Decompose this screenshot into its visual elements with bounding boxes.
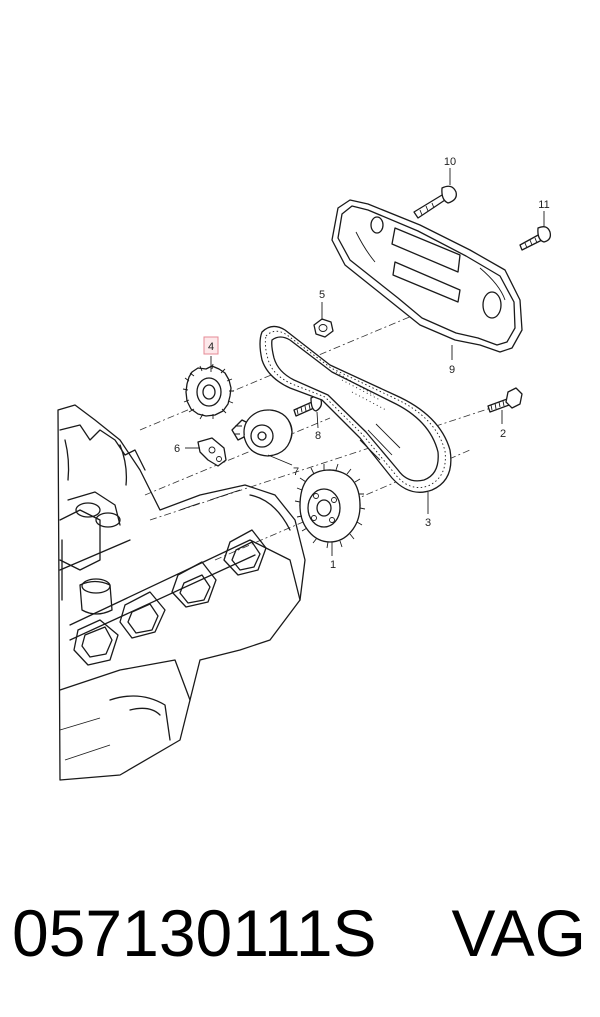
part-10-bolt [413, 185, 457, 219]
exploded-parts-diagram: 4 6 7 8 5 3 1 2 9 10 11 [57, 156, 552, 781]
callout-leader-lines [185, 168, 545, 556]
callout-8: 8 [315, 430, 321, 442]
callout-1: 1 [330, 559, 336, 571]
part-number: 057130111S [12, 896, 377, 970]
part-7-tensioner [231, 409, 293, 457]
part-1-camshaft-sprocket [294, 463, 366, 549]
callout-labels: 4 6 7 8 5 3 1 2 9 10 11 [174, 156, 550, 571]
part-2-bolt [487, 387, 523, 413]
engine-cylinder-head [57, 404, 306, 781]
callout-4-highlight [203, 336, 219, 355]
part-6-bracket [197, 437, 227, 467]
part-5-nut [313, 318, 334, 338]
part-4-sprocket [182, 363, 234, 420]
part-caption: 057130111S VAG [0, 893, 600, 973]
brand-name: VAG [451, 896, 586, 970]
callout-10: 10 [444, 156, 456, 168]
part-8-bolt [293, 395, 323, 417]
part-11-bolt [519, 226, 552, 251]
callout-5: 5 [319, 289, 325, 301]
callout-3: 3 [425, 517, 431, 529]
callout-11: 11 [538, 199, 549, 211]
callout-2: 2 [500, 428, 506, 440]
callout-9: 9 [449, 364, 455, 376]
callout-4: 4 [208, 341, 214, 353]
part-9-belt-cover [331, 199, 523, 353]
callout-7: 7 [293, 466, 299, 478]
callout-6: 6 [174, 443, 180, 455]
part-3-timing-belt [259, 325, 452, 493]
